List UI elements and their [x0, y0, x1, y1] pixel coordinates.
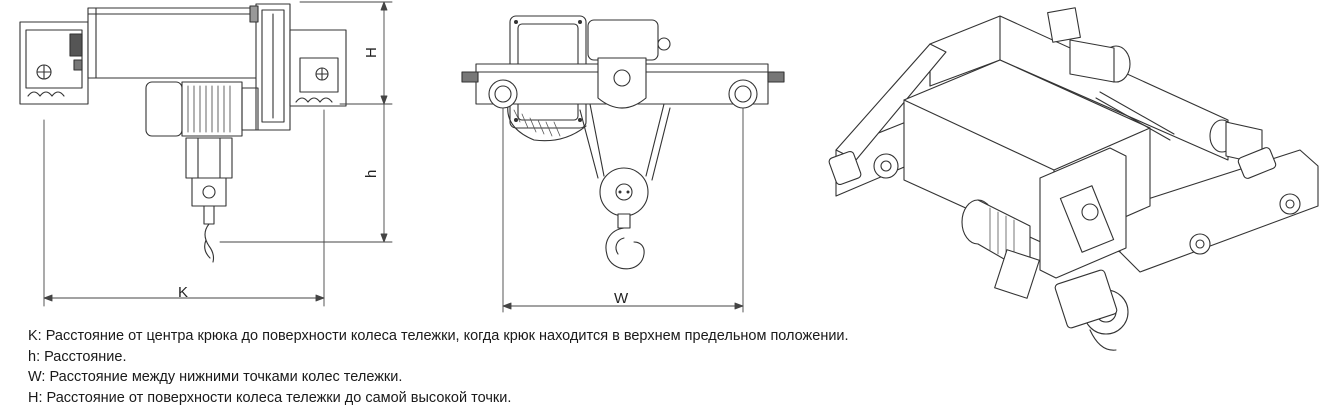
- front-view-drawing: [461, 15, 785, 270]
- legend-line-K: K: Расстояние от центра крюка до поверхн…: [28, 328, 849, 344]
- dim-label-K: K: [178, 284, 188, 301]
- legend-line-W: W: Расстояние между нижними точками коле…: [28, 369, 403, 385]
- dim-label-W: W: [614, 290, 629, 307]
- side-view-drawing: [19, 3, 347, 263]
- legend-line-H: H: Расстояние от поверхности колеса теле…: [28, 389, 512, 406]
- legend-line-h: h: Расстояние.: [28, 348, 127, 365]
- dim-label-H: H: [363, 47, 380, 58]
- dim-label-h: h: [363, 170, 380, 178]
- isometric-view-drawing: [828, 7, 1319, 351]
- legend: K: Расстояние от центра крюка до поверхн…: [28, 326, 1028, 408]
